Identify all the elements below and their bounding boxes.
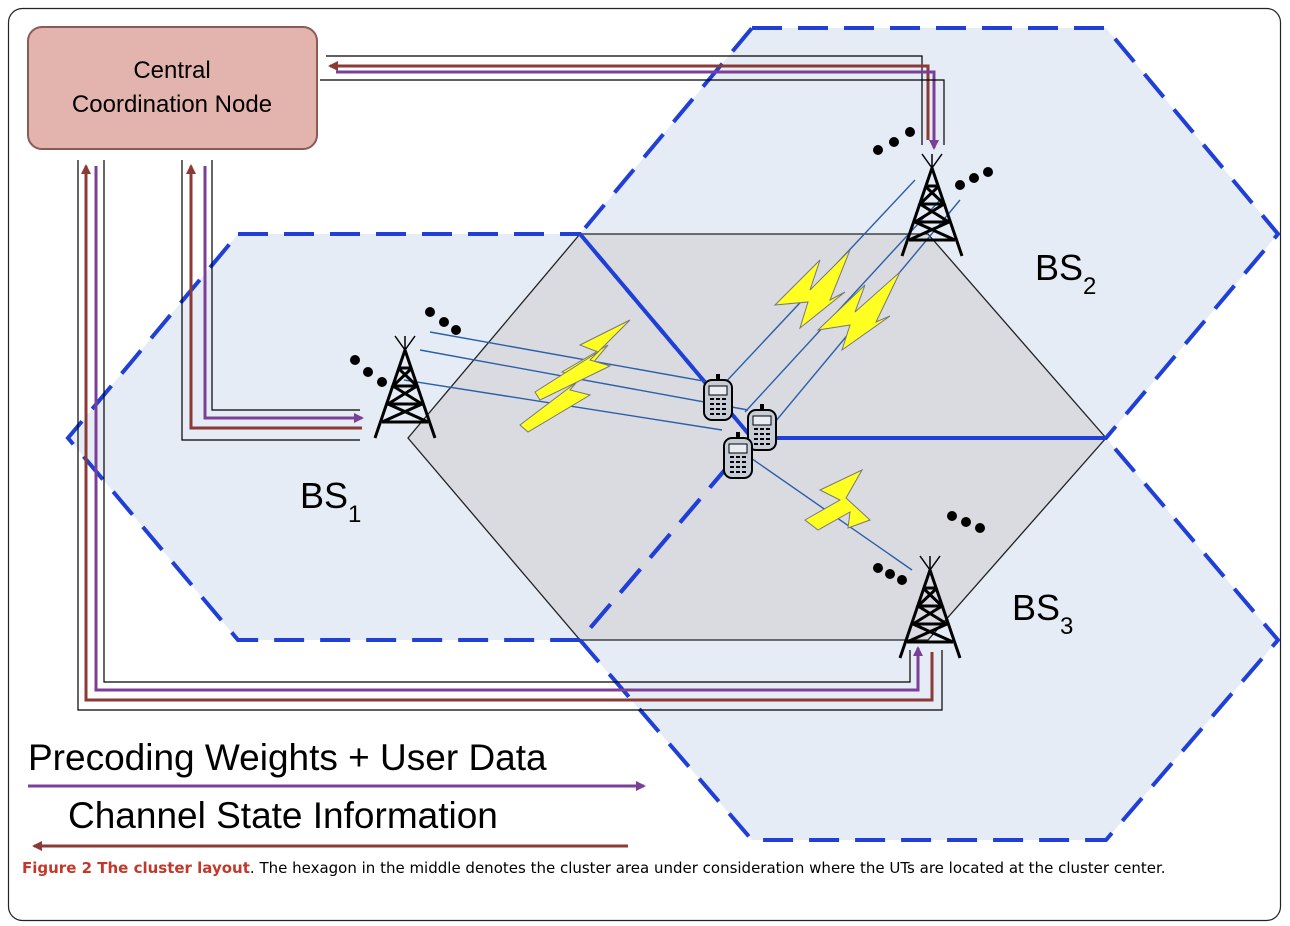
legend-csi-label: Channel State Information [68,795,498,836]
link-bs1 [211,160,360,411]
backhaul-links [77,55,945,711]
link-bs2-csi [326,55,923,145]
node-label-line2: Coordination Node [72,91,272,118]
legend: Precoding Weights + User Data Channel St… [28,737,646,851]
legend-precoding-label: Precoding Weights + User Data [28,737,547,778]
lightning-bolts [519,249,901,531]
label-bs3: BS3 [1012,587,1073,640]
tower-bs2 [873,127,993,258]
tower-bs1 [350,307,461,440]
link-bs3 [103,160,911,683]
tower-bs3 [873,511,985,660]
figure-caption: Figure 2 The cluster layout. The hexagon… [22,856,1280,880]
label-bs2: BS2 [1035,247,1096,300]
label-bs1: BS1 [300,475,361,528]
central-coordination-node: Central Coordination Node [27,26,318,150]
caption-text: . The hexagon in the middle denotes the … [249,859,1166,877]
node-label-line1: Central [133,57,210,84]
cell-borders [65,26,1281,842]
caption-title: Figure 2 The cluster layout [22,859,250,877]
